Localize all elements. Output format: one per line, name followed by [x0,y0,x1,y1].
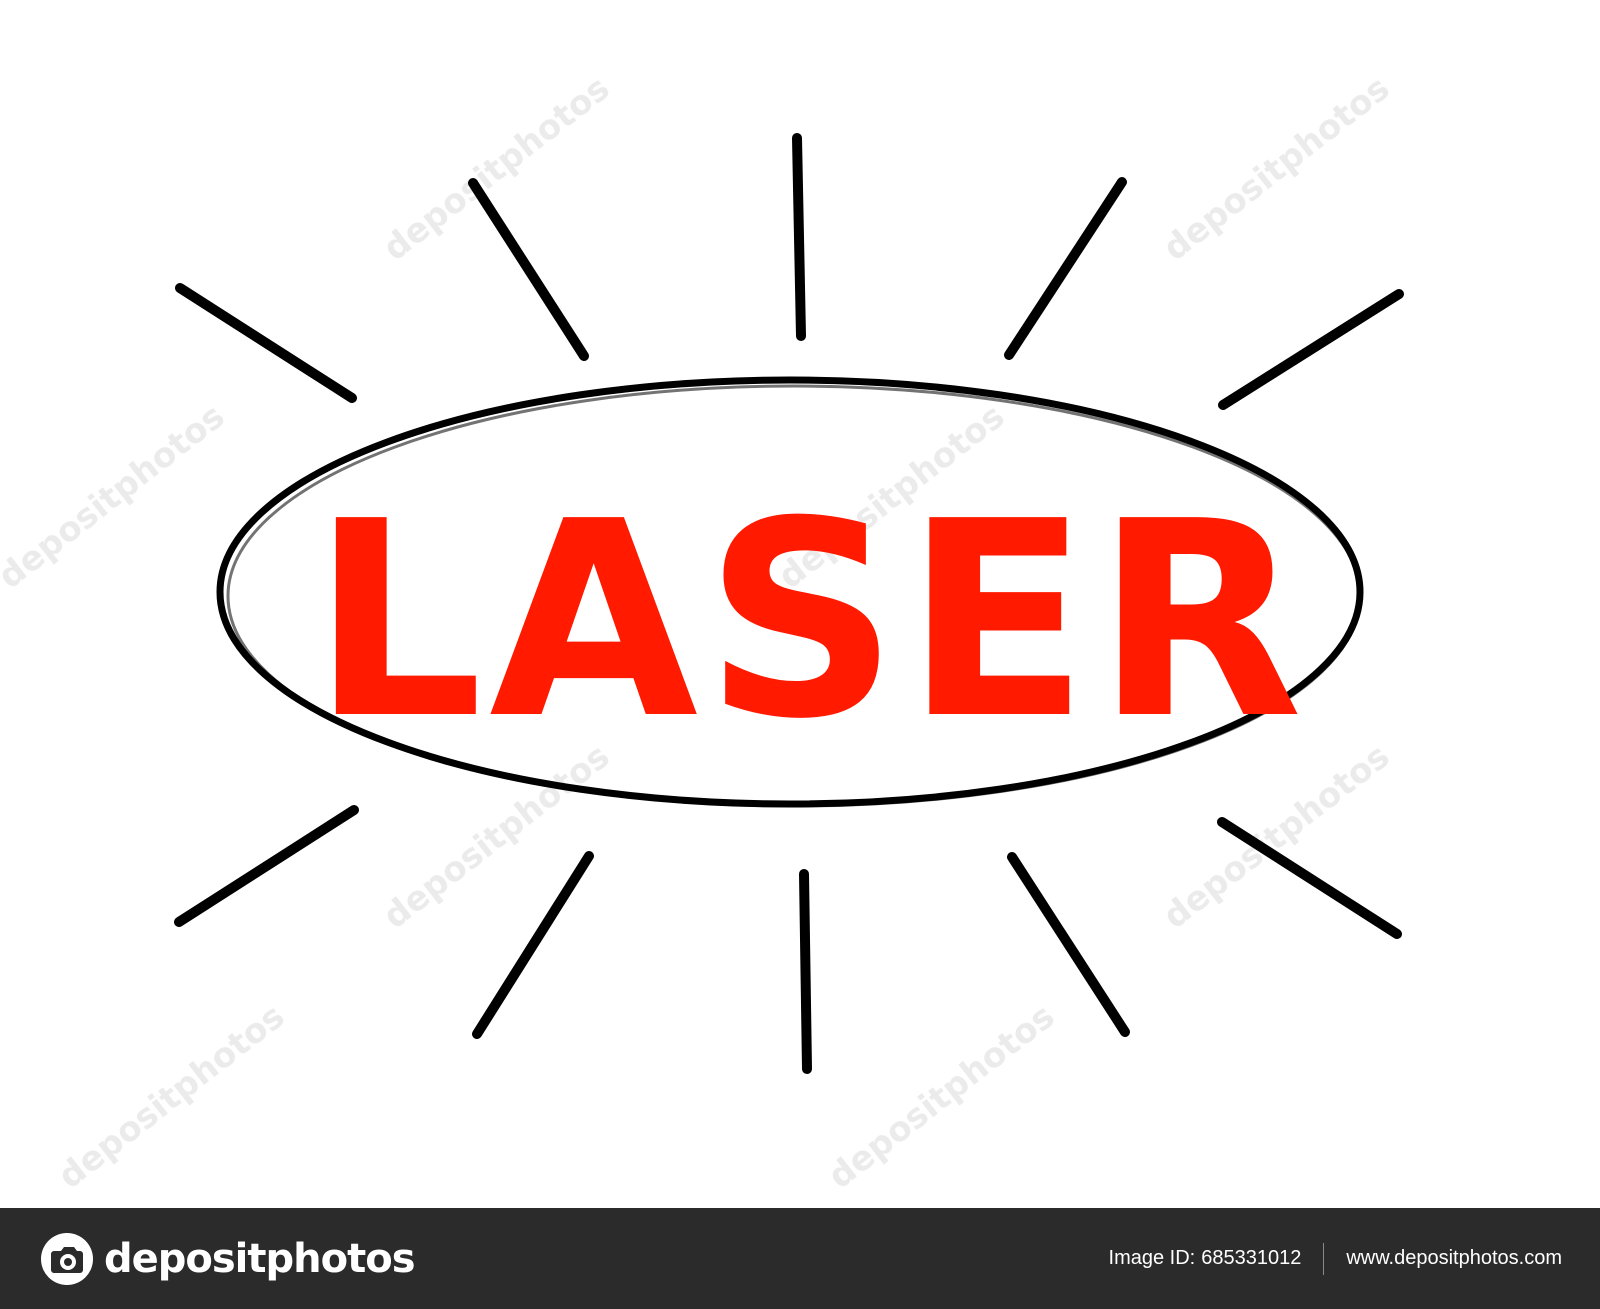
illustration-canvas: depositphotos depositphotos depositphoto… [0,68,1404,1197]
arrow-top-left-inner [468,178,589,361]
brand: depositphotos [40,1232,416,1286]
laser-word: LASER [311,463,1309,778]
arrow-top-right-outer [1218,289,1404,410]
arrow-bottom-left-inner [472,851,594,1039]
arrow-top-right-inner [1004,177,1127,360]
arrow-bottom-left-outer [174,805,359,927]
laser-illustration: depositphotos depositphotos depositphoto… [0,68,1404,1197]
footer-bar: depositphotos Image ID: 685331012 www.de… [0,1208,1600,1309]
arrow-bottom-right-inner [1007,852,1130,1037]
footer-divider [1323,1242,1325,1275]
arrow-top-left-outer [175,283,357,403]
arrow-bottom-center [799,869,812,1074]
svg-text:depositphotos: depositphotos [0,396,232,597]
svg-text:depositphotos: depositphotos [376,68,617,269]
image-info: Image ID: 685331012 www.depositphotos.co… [1108,1242,1562,1275]
ellipse-outline [216,376,1364,808]
svg-text:depositphotos: depositphotos [1156,68,1397,269]
arrows [174,133,1404,1074]
svg-text:depositphotos: depositphotos [821,996,1062,1197]
arrow-top-center [792,133,806,341]
camera-logo-icon [41,1232,93,1285]
website-link[interactable]: www.depositphotos.com [1346,1247,1562,1269]
brand-name: depositphotos [104,1235,416,1282]
image-id-value: 685331012 [1201,1247,1302,1269]
arrow-bottom-right-outer [1217,817,1402,939]
svg-text:depositphotos: depositphotos [51,996,292,1197]
image-id-label: Image ID: [1108,1247,1196,1269]
